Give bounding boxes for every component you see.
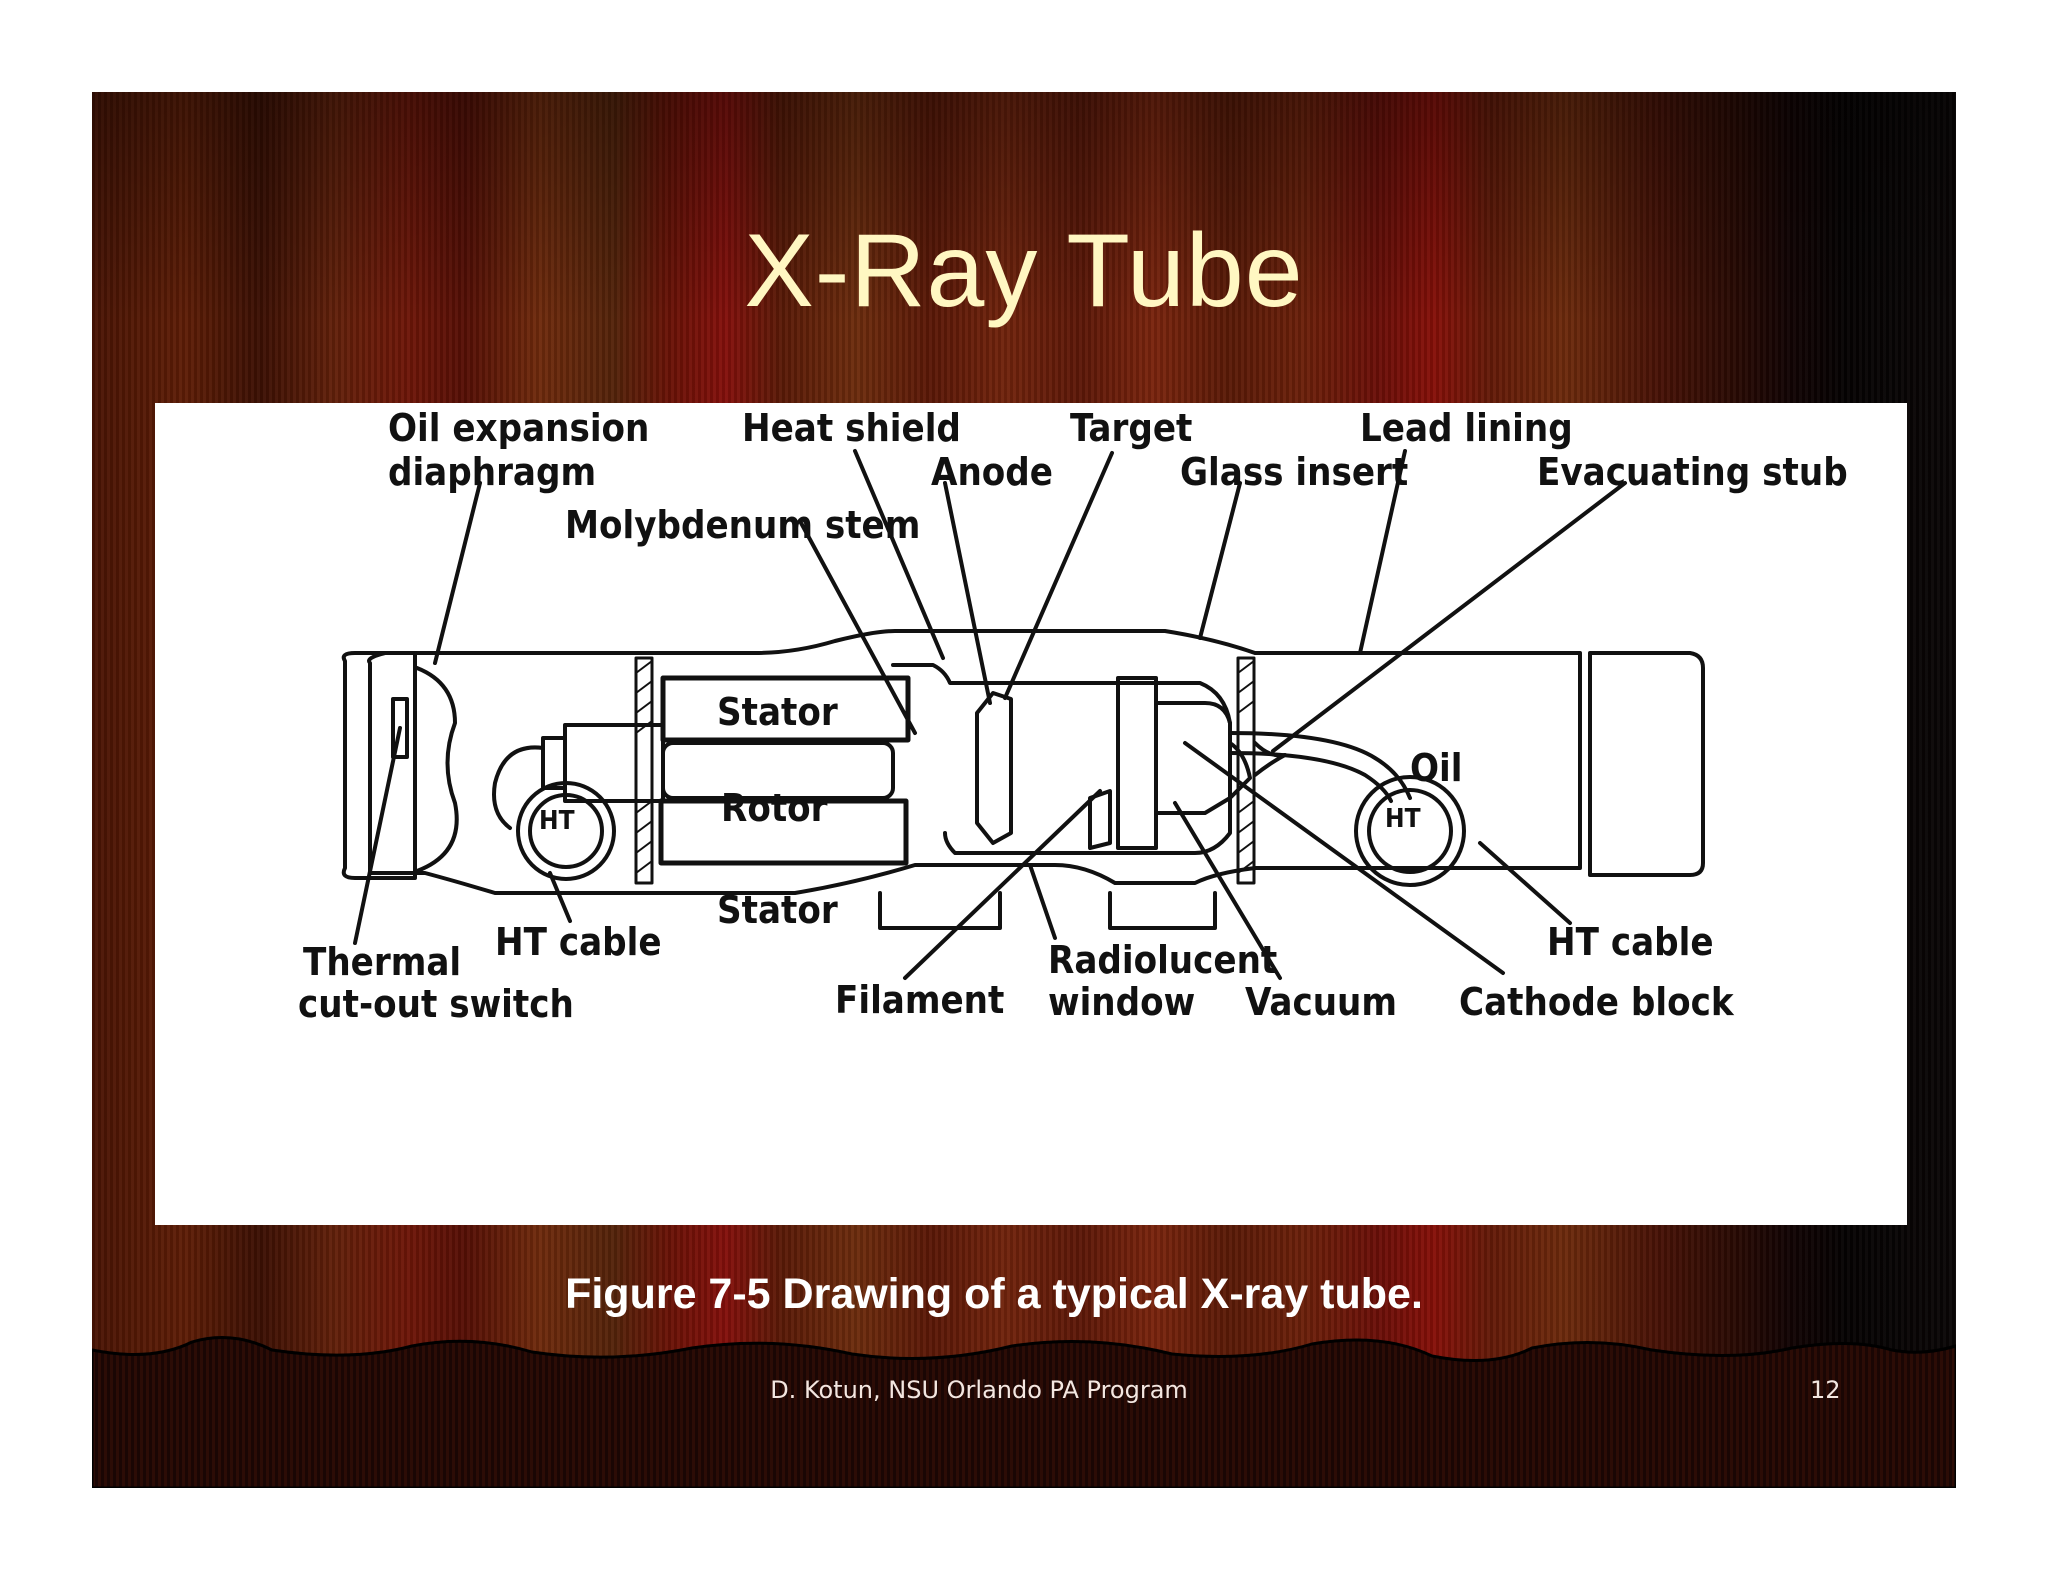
stator-top-box <box>660 675 911 743</box>
cathode-block-shape <box>1154 701 1232 815</box>
leader-ht-cable-right <box>1478 841 1572 925</box>
leader-molybdenum-stem <box>798 519 917 735</box>
leader-evacuating-stub <box>1271 481 1627 753</box>
slide-background: X-Ray Tube <box>92 92 1956 1488</box>
radiolucent-window-foot-left <box>878 891 1002 930</box>
leader-ht-cable-left <box>548 871 572 923</box>
lead-lining-right <box>1236 656 1256 885</box>
label-oil-expansion-2: diaphragm <box>388 450 596 494</box>
rotor-stem-left <box>541 736 567 790</box>
label-radiolucent-2: window <box>1048 980 1195 1024</box>
leader-vacuum <box>1173 801 1282 980</box>
rotor-shaft <box>563 723 665 803</box>
cathode-face <box>1116 676 1158 850</box>
label-oil-expansion-1: Oil expansion <box>388 406 649 450</box>
label-rotor: Rotor <box>721 786 828 830</box>
label-thermal-2: cut-out switch <box>298 982 574 1026</box>
label-anode: Anode <box>931 450 1053 494</box>
figure-caption: Figure 7-5 Drawing of a typical X-ray tu… <box>565 1270 1423 1318</box>
xray-tube-drawing: Oil expansion diaphragm Heat shield Targ… <box>298 406 1848 1026</box>
label-ht-left: HT <box>539 806 575 836</box>
leader-radiolucent <box>1028 863 1057 940</box>
label-vacuum: Vacuum <box>1245 980 1397 1024</box>
label-filament: Filament <box>835 978 1004 1022</box>
label-evacuating-stub: Evacuating stub <box>1537 450 1848 494</box>
leader-glass-insert <box>1198 481 1242 640</box>
leader-heat-shield <box>853 449 945 660</box>
right-end-cap <box>1588 651 1705 877</box>
label-ht-right: HT <box>1385 804 1421 834</box>
stator-bottom-box <box>658 798 909 866</box>
left-end-cap <box>341 651 417 880</box>
ht-cable-left-path <box>492 745 545 830</box>
leader-oil-expansion <box>433 481 482 665</box>
curtain-bottom-fringe <box>92 1336 1956 1488</box>
anode-disc <box>975 691 1013 845</box>
leader-thermal <box>353 726 402 945</box>
leader-anode <box>943 481 992 705</box>
label-heat-shield: Heat shield <box>742 406 961 450</box>
label-thermal-1: Thermal <box>303 940 461 984</box>
ht-socket-left-inner <box>528 793 604 869</box>
label-radiolucent-1: Radiolucent <box>1048 938 1277 982</box>
ht-socket-right-inner <box>1367 788 1453 874</box>
leader-filament <box>903 789 1102 980</box>
ht-socket-left <box>516 781 616 881</box>
leader-lead-lining <box>1358 449 1407 655</box>
xray-tube-diagram: Oil expansion diaphragm Heat shield Targ… <box>155 403 1907 1225</box>
lead-lining-hatching <box>635 660 1255 874</box>
slide-title: X-Ray Tube <box>744 213 1304 329</box>
slide-footer: D. Kotun, NSU Orlando PA Program <box>770 1376 1188 1404</box>
label-cathode-block: Cathode block <box>1459 980 1735 1024</box>
label-molybdenum-stem: Molybdenum stem <box>565 503 920 547</box>
ht-cable-right-path-2 <box>1228 751 1393 803</box>
page-number: 12 <box>1810 1376 1841 1404</box>
label-ht-cable-right: HT cable <box>1547 920 1714 964</box>
ht-socket-right <box>1354 775 1466 887</box>
label-stator-top: Stator <box>717 690 838 734</box>
glass-insert <box>891 663 1252 855</box>
radiolucent-window-foot-right <box>1108 891 1217 930</box>
label-target: Target <box>1070 406 1192 450</box>
thermal-cutout-switch <box>391 697 409 759</box>
label-stator-bottom: Stator <box>717 888 838 932</box>
filament-cup <box>1088 789 1112 850</box>
leader-target <box>1003 451 1114 700</box>
leader-cathode-block <box>1183 741 1505 975</box>
label-glass-insert: Glass insert <box>1180 450 1408 494</box>
oil-expansion-diaphragm <box>415 666 459 873</box>
lead-lining-left <box>634 656 654 885</box>
label-lead-lining: Lead lining <box>1360 406 1573 450</box>
label-oil: Oil <box>1410 746 1462 790</box>
label-ht-cable-left: HT cable <box>495 920 662 964</box>
